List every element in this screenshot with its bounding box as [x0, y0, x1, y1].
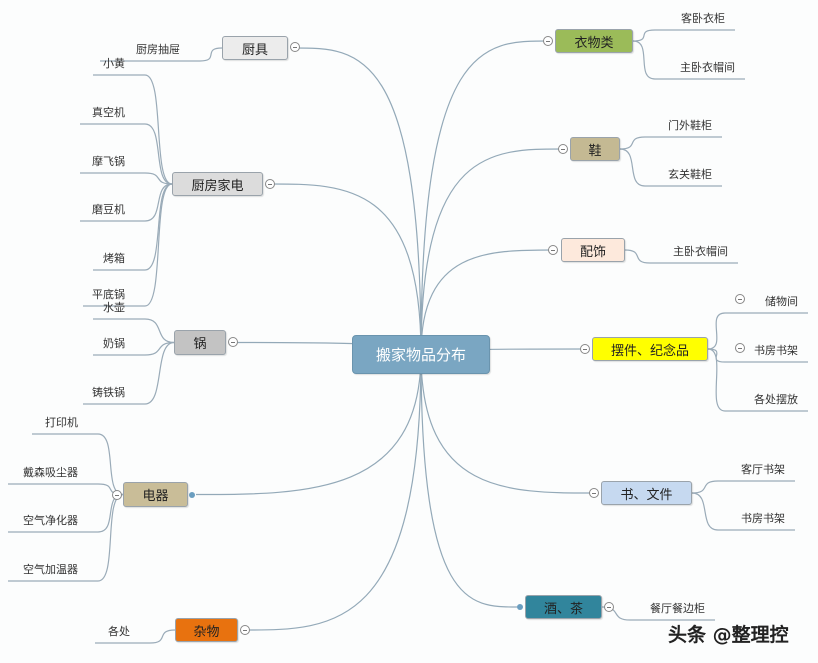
connector-line [420, 353, 518, 608]
connector-line [83, 183, 173, 307]
connector-line [83, 341, 175, 405]
connector-line [707, 312, 808, 350]
leaf-topic[interactable]: 烤箱 [103, 252, 125, 265]
leaf-topic[interactable]: 餐厅餐边柜 [650, 602, 705, 615]
branch-node[interactable]: 锅 [174, 330, 226, 355]
leaf-topic[interactable]: 厨房抽屉 [136, 43, 180, 56]
leaf-topic[interactable]: 平底锅 [92, 288, 125, 301]
leaf-topic[interactable]: 水壶 [103, 301, 125, 314]
connector-line [619, 148, 722, 187]
collapse-icon[interactable] [112, 490, 122, 500]
collapse-icon[interactable] [543, 36, 553, 46]
connector-line [270, 183, 422, 355]
connector-line [420, 148, 563, 355]
collapse-icon[interactable] [548, 245, 558, 255]
leaf-topic[interactable]: 摩飞锅 [92, 155, 125, 168]
central-topic[interactable]: 搬家物品分布 [352, 335, 490, 374]
leaf-topic[interactable]: 空气净化器 [23, 514, 78, 527]
connector-line [624, 249, 738, 264]
leaf-topic[interactable]: 各处 [108, 625, 130, 638]
branch-node[interactable]: 摆件、纪念品 [592, 337, 708, 361]
branch-node[interactable]: 厨具 [222, 36, 288, 60]
branch-node[interactable]: 衣物类 [555, 29, 633, 53]
branch-node[interactable]: 配饰 [561, 238, 625, 262]
collapse-icon[interactable] [228, 337, 238, 347]
branch-node[interactable]: 鞋 [570, 137, 620, 161]
collapse-icon[interactable] [290, 42, 300, 52]
connector-line [8, 483, 124, 496]
connector-dot-icon [189, 492, 195, 498]
connector-line [95, 629, 176, 644]
connector-line [195, 353, 422, 496]
connector-line [420, 353, 594, 494]
collapse-icon[interactable] [558, 144, 568, 154]
collapse-icon[interactable] [580, 344, 590, 354]
leaf-topic[interactable]: 储物间 [765, 295, 798, 308]
connector-line [707, 348, 808, 412]
leaf-topic[interactable]: 书房书架 [754, 344, 798, 357]
connector-line [420, 249, 554, 355]
branch-node[interactable]: 酒、茶 [525, 595, 602, 619]
connector-line [80, 172, 173, 185]
connector-line [93, 318, 175, 344]
connector-line [93, 341, 175, 356]
connector-line [420, 40, 548, 355]
collapse-icon[interactable] [265, 179, 275, 189]
leaf-topic[interactable]: 小黄 [103, 57, 125, 70]
watermark: 头条 @整理控 [668, 624, 789, 646]
leaf-topic[interactable]: 主卧衣帽间 [680, 61, 735, 74]
connector-line [295, 47, 422, 355]
connector-dot-icon [517, 604, 523, 610]
leaf-topic[interactable]: 客卧衣柜 [681, 12, 725, 25]
connector-line [691, 480, 795, 494]
collapse-icon[interactable] [604, 602, 614, 612]
connector-line [245, 353, 422, 631]
leaf-topic[interactable]: 空气加温器 [23, 563, 78, 576]
connector-line [100, 47, 223, 62]
leaf-topic[interactable]: 玄关鞋柜 [668, 168, 712, 181]
leaf-topic[interactable]: 打印机 [45, 416, 78, 429]
connector-line [691, 492, 795, 531]
connector-line [80, 183, 173, 222]
collapse-icon[interactable] [240, 625, 250, 635]
leaf-topic[interactable]: 门外鞋柜 [668, 119, 712, 132]
connector-line [93, 74, 173, 185]
leaf-topic[interactable]: 戴森吸尘器 [23, 466, 78, 479]
connector-line [632, 40, 745, 80]
branch-node[interactable]: 电器 [123, 482, 188, 507]
branch-node[interactable]: 厨房家电 [172, 172, 263, 196]
collapse-icon[interactable] [735, 343, 745, 353]
leaf-topic[interactable]: 磨豆机 [92, 203, 125, 216]
leaf-topic[interactable]: 铸铁锅 [92, 386, 125, 399]
connector-line [80, 123, 173, 185]
leaf-topic[interactable]: 真空机 [92, 106, 125, 119]
connector-line [632, 29, 735, 42]
leaf-topic[interactable]: 书房书架 [741, 512, 785, 525]
leaf-topic[interactable]: 奶锅 [103, 337, 125, 350]
leaf-topic[interactable]: 各处摆放 [754, 393, 798, 406]
branch-node[interactable]: 书、文件 [601, 481, 692, 505]
leaf-topic[interactable]: 主卧衣帽间 [673, 245, 728, 258]
branch-node[interactable]: 杂物 [175, 618, 238, 642]
collapse-icon[interactable] [735, 294, 745, 304]
connector-line [619, 136, 722, 150]
leaf-topic[interactable]: 客厅书架 [741, 463, 785, 476]
collapse-icon[interactable] [589, 488, 599, 498]
